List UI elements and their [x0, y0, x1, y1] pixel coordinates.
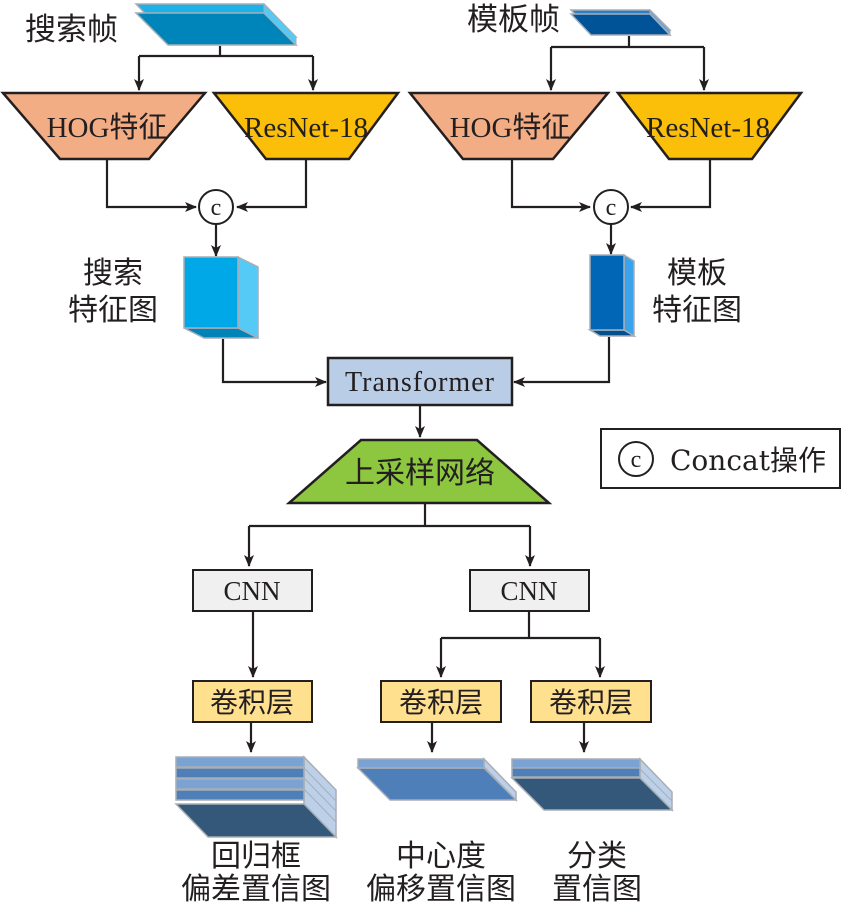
template-frame-icon [569, 8, 672, 37]
template-resnet-label: ResNet-18 [646, 112, 770, 144]
search-frame-side [263, 2, 297, 47]
centerness-output-label-line1: 中心度 [396, 839, 486, 874]
edge-cnn-right-split [441, 611, 600, 640]
edge-search-frame-split [139, 46, 313, 58]
edge-template-hog-to-concat [510, 159, 591, 212]
template-frame-side [649, 8, 671, 37]
classification-output-label-line2: 置信图 [552, 872, 642, 905]
cnn-left-label: CNN [223, 576, 280, 606]
template-feature-label-line2: 特征图 [652, 293, 742, 328]
template-feature-side [623, 253, 635, 338]
upsample-block [285, 438, 553, 505]
conv-layer-classification [530, 680, 652, 723]
regression-map-side-line [303, 777, 337, 812]
conv-layer-regression-label: 卷积层 [210, 686, 294, 719]
search-resnet-block [211, 91, 401, 161]
cnn-right-label: CNN [500, 576, 557, 606]
regression-output-label-line2: 偏差置信图 [181, 872, 331, 905]
centerness-map-layer [357, 758, 485, 769]
conv-layer-regression [192, 680, 313, 723]
regression-map-side-line [303, 788, 337, 823]
search-frame-label: 搜索帧 [25, 12, 118, 48]
classification-output-label-line1: 分类 [567, 839, 627, 874]
regression-map-layer-2 [175, 767, 305, 779]
classification-map-base [510, 777, 674, 811]
conv-layer-centerness [380, 680, 502, 723]
centerness-output-label-line2: 偏移置信图 [366, 872, 516, 905]
regression-map-layer-3 [175, 778, 305, 790]
regression-output-map-icon [174, 755, 338, 839]
conv-layer-classification-label: 卷积层 [549, 686, 633, 719]
edge-template-frame-split [551, 36, 704, 49]
template-concat-symbol: c [606, 195, 617, 221]
edge-search-feature-to-transformer [221, 339, 327, 387]
upsample-label: 上采样网络 [345, 456, 495, 491]
classification-map-side-line [639, 768, 673, 802]
cnn-right-block [469, 569, 590, 612]
legend-concat-icon [618, 441, 654, 477]
classification-map-layer-1 [511, 758, 641, 769]
legend-label: Concat操作 [670, 444, 826, 477]
classification-map-layer-2 [511, 767, 641, 778]
regression-map-base [174, 803, 338, 838]
search-feature-side [237, 255, 259, 340]
transformer-label: Transformer [345, 367, 495, 398]
search-feature-label-line1: 搜索 [83, 256, 143, 291]
search-hog-label: HOG特征 [47, 111, 168, 144]
legend: c Concat操作 [600, 428, 841, 489]
edge-template-resnet-to-concat [630, 159, 712, 212]
search-frame-icon [134, 2, 298, 47]
search-feature-label-line2: 特征图 [68, 293, 158, 328]
search-feature-front [183, 256, 239, 329]
conv-layer-centerness-label: 卷积层 [399, 686, 483, 719]
edge-search-hog-to-concat [105, 159, 197, 212]
template-frame-label: 模板帧 [467, 2, 560, 38]
edge-upsample-split [249, 504, 530, 528]
edge-template-feature-to-transformer [513, 337, 611, 387]
template-hog-label: HOG特征 [450, 111, 571, 144]
regression-map-layer-4 [175, 789, 305, 801]
search-hog-block [0, 91, 208, 161]
regression-map-layer-1 [175, 756, 305, 768]
regression-output-label-line1: 回归框 [211, 839, 301, 874]
template-feature-label-line1: 模板 [667, 256, 727, 291]
template-resnet-block [615, 91, 804, 161]
template-feature-map-icon [587, 253, 637, 338]
template-feature-front [589, 254, 625, 331]
search-feature-map-icon [183, 255, 259, 340]
edge-search-resnet-to-concat [236, 159, 308, 212]
template-hog-block [407, 91, 611, 161]
regression-map-side-line [303, 767, 337, 802]
search-resnet-label: ResNet-18 [244, 112, 368, 144]
search-concat-symbol: c [211, 195, 222, 221]
centerness-output-map-icon [356, 757, 518, 802]
legend-concat-symbol: c [631, 447, 642, 473]
classification-output-map-icon [510, 757, 674, 812]
